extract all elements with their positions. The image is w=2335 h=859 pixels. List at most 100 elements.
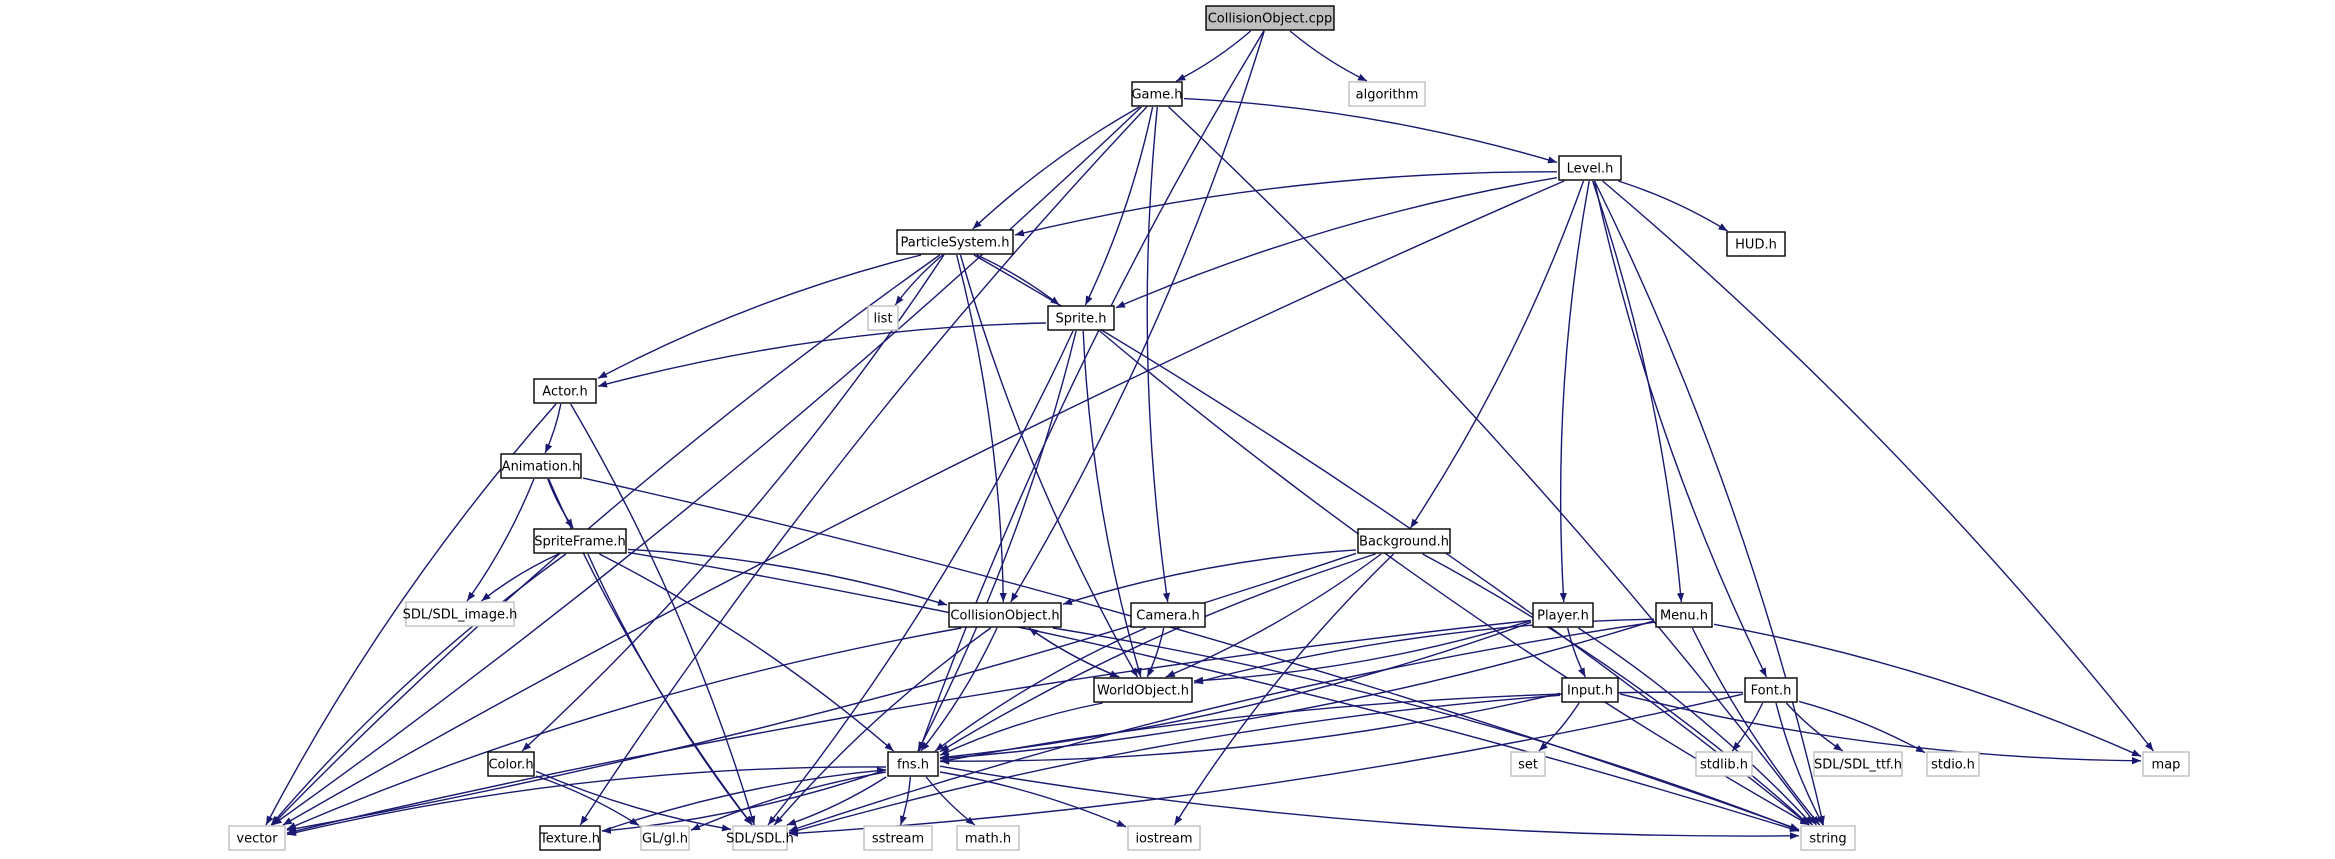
edge-collisionobject-h-to-sdl-sdl-h (773, 627, 992, 826)
edge-input-h-to-sdl-sdl-h (788, 694, 1561, 834)
node-label: SDL/SDL_image.h (403, 608, 518, 623)
node-box (1813, 751, 1903, 777)
node-game-h[interactable]: Game.h (1131, 81, 1183, 107)
node-label: Level.h (1567, 162, 1614, 177)
node-box (1130, 602, 1206, 628)
node-input-h[interactable]: Input.h (1561, 677, 1619, 703)
edge-level-h-to-hud-h (1618, 180, 1728, 232)
node-box (1348, 81, 1426, 107)
edge-spriteframe-h-to-sdl-sdl-h (587, 553, 753, 826)
edge-collisionobject-h-to-fns-h (920, 627, 998, 752)
node-list: list (867, 305, 899, 331)
node-gl-gl-h: GL/gl.h (640, 825, 690, 851)
node-fns-h[interactable]: fns.h (887, 751, 939, 777)
edge-collisionobject-cpp-to-algorithm (1289, 30, 1368, 82)
node-stdlib-h: stdlib.h (1695, 751, 1753, 777)
node-label: Game.h (1131, 88, 1182, 103)
node-box (1558, 155, 1622, 181)
edge-animation-h-to-sdl-image-h (466, 478, 535, 602)
node-box (1093, 677, 1193, 703)
node-sprite-h[interactable]: Sprite.h (1047, 305, 1115, 331)
node-collisionobject-h[interactable]: CollisionObject.h (948, 602, 1062, 628)
edge-game-h-to-particlesystem-h (972, 106, 1140, 230)
node-label: map (2152, 758, 2181, 773)
node-collisionobject-cpp[interactable]: CollisionObject.cpp (1205, 5, 1335, 31)
edge-camera-h-to-fns-h (934, 627, 1147, 752)
edge-level-h-to-vector (282, 180, 1565, 826)
node-level-h[interactable]: Level.h (1558, 155, 1622, 181)
edge-menu-h-to-sdl-sdl-h (788, 621, 1655, 832)
edge-fns-h-to-sdl-sdl-h (786, 776, 887, 826)
edge-menu-h-to-map (1713, 623, 2142, 757)
edge-level-h-to-string (1593, 180, 1825, 826)
node-label: GL/gl.h (642, 832, 688, 847)
node-sdl-ttf-h: SDL/SDL_ttf.h (1813, 751, 1903, 777)
edge-fns-h-to-sstream (899, 776, 912, 826)
edge-level-h-to-player-h (1559, 180, 1590, 603)
node-actor-h[interactable]: Actor.h (533, 378, 597, 404)
node-label: iostream (1135, 832, 1192, 847)
node-box (533, 378, 597, 404)
node-label: SpriteFrame.h (534, 535, 625, 550)
edge-particlesystem-h-to-list (894, 254, 944, 306)
node-menu-h[interactable]: Menu.h (1655, 602, 1713, 628)
edge-level-h-to-sprite-h (1115, 177, 1558, 309)
node-box (1510, 751, 1546, 777)
edge-sprite-h-to-actor-h (597, 322, 1047, 388)
edge-animation-h-to-string (582, 477, 1800, 831)
node-label: set (1518, 758, 1538, 773)
node-label: HUD.h (1735, 238, 1777, 253)
node-box (1744, 677, 1798, 703)
edge-sprite-h-to-worldobject-h (1082, 330, 1142, 678)
edge-font-h-to-sdl-sdl-h (788, 693, 1744, 837)
node-vector: vector (228, 825, 286, 851)
node-worldobject-h[interactable]: WorldObject.h (1093, 677, 1193, 703)
node-label: CollisionObject.cpp (1208, 12, 1333, 27)
node-box (867, 305, 899, 331)
edge-font-h-to-sdl-ttf-h (1785, 702, 1844, 752)
edge-background-h-to-fns-h (939, 553, 1376, 753)
node-label: Color.h (488, 758, 533, 773)
node-label: Menu.h (1660, 609, 1708, 624)
node-camera-h[interactable]: Camera.h (1130, 602, 1206, 628)
edge-game-h-to-texture-h (579, 106, 1148, 826)
node-box (500, 453, 582, 479)
node-font-h[interactable]: Font.h (1744, 677, 1798, 703)
edge-game-h-to-sprite-h (1084, 106, 1154, 306)
edge-font-h-to-stdio-h (1798, 700, 1926, 754)
edge-background-h-to-iostream (1173, 553, 1394, 826)
edge-level-h-to-particlesystem-h (1014, 171, 1558, 237)
edge-background-h-to-string (1422, 553, 1810, 826)
node-string: string (1800, 825, 1856, 851)
node-box (1205, 5, 1335, 31)
node-animation-h[interactable]: Animation.h (500, 453, 582, 479)
edge-actor-h-to-animation-h (544, 403, 562, 454)
node-label: Texture.h (539, 832, 600, 847)
node-box (539, 825, 601, 851)
node-spriteframe-h[interactable]: SpriteFrame.h (533, 528, 627, 554)
node-box (956, 825, 1020, 851)
edge-spriteframe-h-to-vector (270, 553, 567, 826)
edge-game-h-to-string (1168, 106, 1817, 826)
node-box (1726, 231, 1786, 257)
edge-font-h-to-fns-h (939, 691, 1744, 764)
node-box (948, 602, 1062, 628)
node-particlesystem-h[interactable]: ParticleSystem.h (896, 229, 1014, 255)
node-label: Actor.h (542, 385, 587, 400)
node-background-h[interactable]: Background.h (1357, 528, 1451, 554)
edge-collisionobject-cpp-to-game-h (1175, 30, 1252, 82)
node-map: map (2142, 751, 2190, 777)
node-box (1695, 751, 1753, 777)
node-label: Sprite.h (1056, 312, 1107, 327)
node-texture-h[interactable]: Texture.h (539, 825, 601, 851)
node-player-h[interactable]: Player.h (1532, 602, 1594, 628)
node-hud-h[interactable]: HUD.h (1726, 231, 1786, 257)
node-box (863, 825, 933, 851)
node-color-h[interactable]: Color.h (487, 751, 535, 777)
edge-animation-h-to-spriteframe-h (547, 478, 574, 529)
edge-color-h-to-sdl-sdl-h (535, 770, 732, 832)
node-label: Animation.h (502, 460, 581, 475)
node-box (732, 825, 788, 851)
edge-game-h-to-vector (272, 106, 1142, 826)
